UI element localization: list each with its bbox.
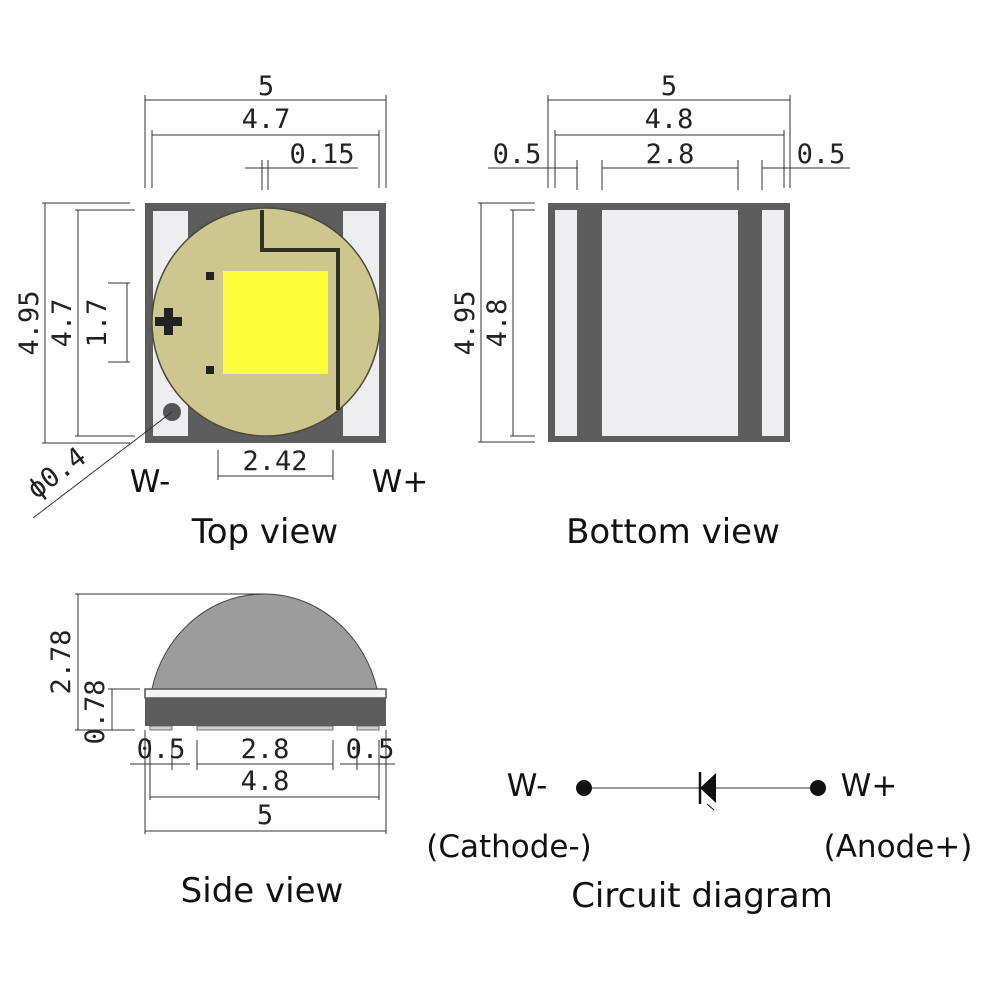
side-view-caption: Side view bbox=[181, 871, 344, 911]
top-dim-gap: 0.15 bbox=[289, 139, 354, 170]
bottom-dim-width-inner: 4.8 bbox=[645, 104, 694, 135]
circuit-anode-pin: W+ bbox=[841, 768, 898, 804]
side-dim-pad-left: 0.5 bbox=[137, 734, 186, 765]
top-dim-die: 1.7 bbox=[82, 299, 113, 348]
circuit-caption: Circuit diagram bbox=[571, 876, 833, 916]
circuit-node-anode bbox=[810, 780, 826, 796]
bottom-pad-left bbox=[555, 210, 577, 436]
top-view: 5 4.7 0.15 4.95 4.7 1.7 ϕ0.4 2.42 W- W bbox=[14, 71, 428, 552]
circuit-anode-label: (Anode+) bbox=[824, 829, 973, 865]
side-dome bbox=[151, 593, 378, 690]
top-view-caption: Top view bbox=[191, 512, 338, 552]
bottom-dim-width-outer: 5 bbox=[661, 71, 677, 102]
top-dim-lens-span: 2.42 bbox=[242, 446, 307, 477]
bottom-dim-height-inner: 4.8 bbox=[482, 299, 513, 348]
top-dim-hole: ϕ0.4 bbox=[22, 441, 93, 505]
side-pad-left bbox=[149, 725, 173, 731]
circuit-diode-triangle bbox=[700, 773, 716, 803]
circuit-cathode-label: (Cathode-) bbox=[426, 829, 592, 865]
side-lens-base bbox=[144, 688, 387, 699]
circuit-diode-tick bbox=[706, 803, 715, 811]
circuit-cathode-pin: W- bbox=[507, 768, 548, 804]
side-pad-right bbox=[356, 725, 380, 731]
side-dim-width-inner: 4.8 bbox=[241, 766, 290, 797]
top-die bbox=[223, 271, 328, 374]
side-pad-center bbox=[196, 725, 334, 731]
top-bond-lower bbox=[206, 366, 214, 374]
bottom-dim-pad-left: 0.5 bbox=[493, 139, 542, 170]
top-dim-width-inner: 4.7 bbox=[242, 104, 291, 135]
bottom-dim-center: 2.8 bbox=[646, 139, 695, 170]
top-plus-marker bbox=[155, 308, 182, 335]
top-pin-left: W- bbox=[130, 464, 171, 500]
side-view: 2.78 0.78 0.5 2.8 0.5 4.8 5 Side view bbox=[46, 593, 395, 911]
circuit-diagram: W- W+ (Cathode-) (Anode+) Circuit diagra… bbox=[426, 768, 972, 916]
top-trace bbox=[260, 210, 340, 410]
top-dim-height-inner: 4.7 bbox=[47, 299, 78, 348]
side-dim-center: 2.8 bbox=[241, 734, 290, 765]
circuit-node-cathode bbox=[576, 780, 592, 796]
bottom-dim-pad-right: 0.5 bbox=[797, 139, 846, 170]
bottom-pad-right bbox=[762, 210, 784, 436]
top-bond-upper bbox=[206, 272, 214, 280]
top-dim-height-outer: 4.95 bbox=[14, 290, 45, 355]
bottom-dim-height-outer: 4.95 bbox=[450, 290, 481, 355]
side-dim-pad-right: 0.5 bbox=[346, 734, 395, 765]
top-dim-width-outer: 5 bbox=[258, 71, 274, 102]
side-package-body bbox=[145, 698, 386, 726]
side-dim-width-outer: 5 bbox=[257, 800, 273, 831]
bottom-pad-center bbox=[602, 210, 738, 436]
side-dim-height-total: 2.78 bbox=[46, 629, 77, 694]
bottom-view-caption: Bottom view bbox=[566, 512, 780, 552]
side-dim-height-base: 0.78 bbox=[80, 679, 111, 744]
top-pin-right: W+ bbox=[372, 464, 429, 500]
bottom-view: 5 4.8 0.5 2.8 0.5 4.95 4.8 Bottom view bbox=[450, 71, 850, 552]
